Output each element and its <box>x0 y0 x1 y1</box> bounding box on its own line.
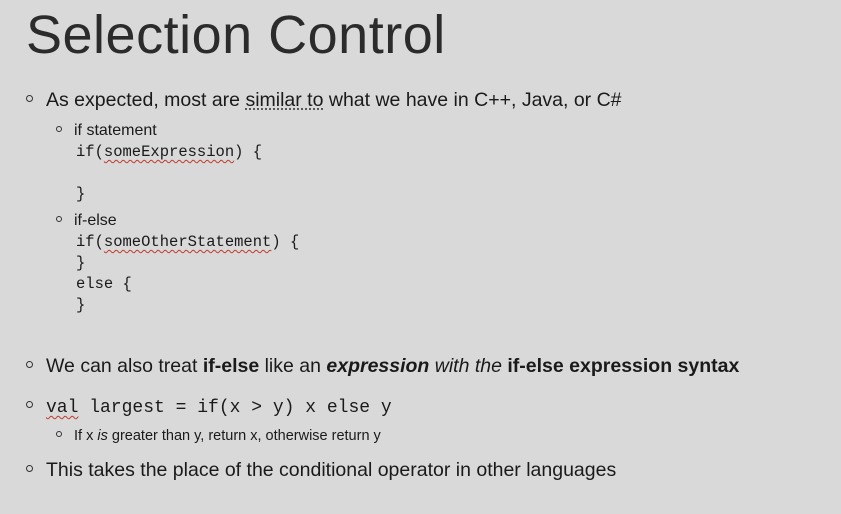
bullet-if-else-expression: We can also treat if-else like an expres… <box>26 355 739 378</box>
bullet-val-largest: val largest = if(x > y) x else y <box>26 395 392 418</box>
sub-bullet-if-x-greater: If x is greater than y, return x, otherw… <box>56 428 381 444</box>
bullet-text-bold: if-else <box>202 355 260 377</box>
sub-bullet-text-italic: is <box>97 428 108 444</box>
sub-bullet-text: greater than y, return x, otherwise retu… <box>107 428 381 444</box>
bullet-icon <box>26 465 33 473</box>
bullet-icon <box>56 125 62 132</box>
code-text: largest = if(x > y) x else y <box>78 398 392 418</box>
bullet-conditional-operator: This takes the place of the conditional … <box>26 459 616 482</box>
code-block-if: if(someExpression) { } <box>76 142 262 205</box>
bullet-text-italic: with the <box>429 355 508 377</box>
bullet-similar-languages: As expected, most are similar to what we… <box>26 89 622 112</box>
code-token: ) { <box>234 143 263 161</box>
bullet-text: This takes the place of the conditional … <box>46 459 617 481</box>
sub-bullet-if-else: if-else <box>56 212 117 230</box>
sub-bullet-label: if-else <box>74 212 117 229</box>
sub-bullet-label: if statement <box>74 122 157 139</box>
code-token: } <box>76 296 86 314</box>
bullet-text-bold: if-else expression syntax <box>507 355 740 377</box>
code-token: ) { <box>271 233 300 251</box>
code-token: } <box>76 254 86 272</box>
code-keyword: val <box>46 398 79 418</box>
bullet-icon <box>26 361 33 369</box>
bullet-text-pre: As expected, most are <box>46 89 246 111</box>
code-token: if( <box>76 233 104 251</box>
bullet-text-bold-italic: expression <box>326 355 430 377</box>
bullet-icon <box>56 215 62 222</box>
bullet-text: We can also treat <box>46 355 203 377</box>
bullet-icon <box>26 401 33 409</box>
bullet-text-underlined: similar to <box>245 89 324 111</box>
bullet-text-post: what we have in C++, Java, or C# <box>323 89 622 111</box>
sub-bullet-if-statement: if statement <box>56 122 157 140</box>
code-token: if( <box>76 143 104 161</box>
code-block-if-else: if(someOtherStatement) { } else { } <box>76 232 299 316</box>
code-token-expression: someExpression <box>103 143 235 161</box>
sub-bullet-text: If x <box>74 428 98 444</box>
code-token-expression: someOtherStatement <box>103 233 272 251</box>
bullet-icon <box>26 95 33 103</box>
code-token: else { <box>76 275 132 293</box>
bullet-icon <box>56 431 62 438</box>
code-token: } <box>76 185 86 203</box>
bullet-text: like an <box>259 355 327 377</box>
slide-title: Selection Control <box>26 5 446 65</box>
